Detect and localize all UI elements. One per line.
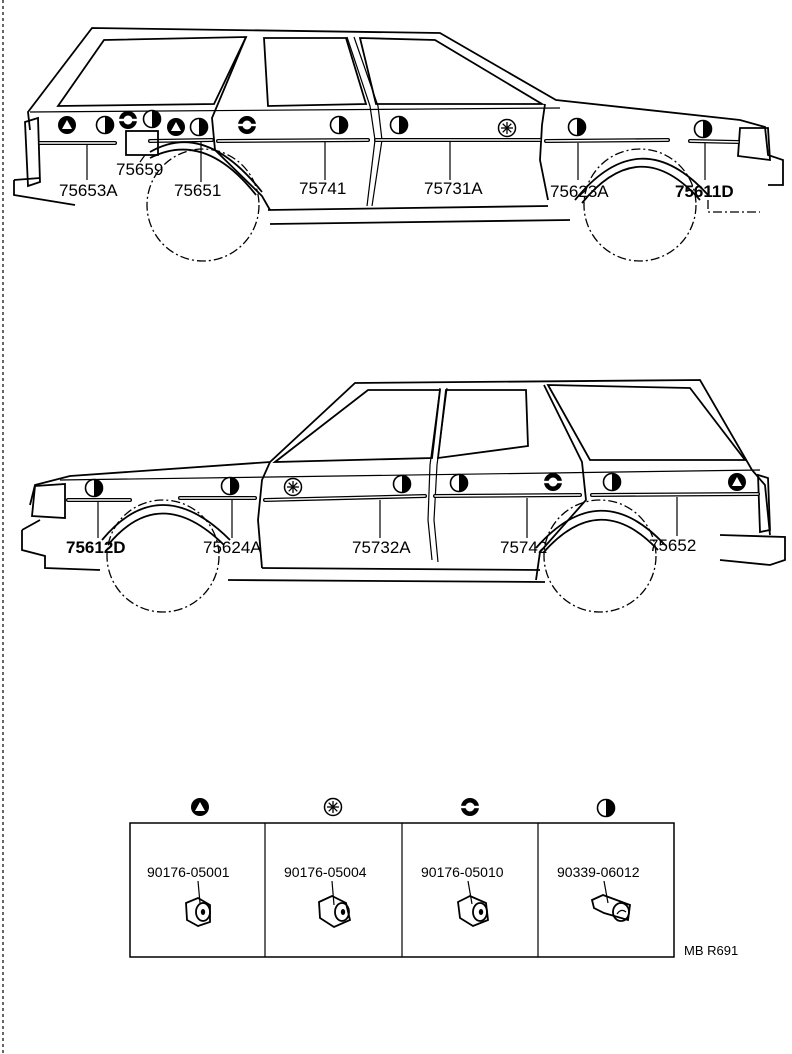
half-circle-clip-icon: [602, 472, 622, 492]
half-circle-clip-icon: [329, 115, 349, 135]
part-number-75612D: 75612D: [66, 538, 126, 557]
clip-drawing-90176-05004: [318, 880, 352, 929]
half-circle-clip-icon: [449, 473, 469, 493]
part-number-75653A: 75653A: [59, 181, 118, 200]
triangle-clip-icon: [728, 473, 746, 491]
lower-car-view: 75612D 75624A 75732A 75742 75652: [21, 379, 786, 613]
part-number-75741: 75741: [299, 179, 346, 198]
broken-circle-clip-icon: [118, 111, 138, 129]
upper-car-view: 75659 75653A 75651 75741 75731A 75623A 7…: [13, 27, 784, 262]
clip-drawing-90176-05010: [457, 880, 489, 928]
part-number-75624A: 75624A: [203, 538, 262, 557]
asterisk-clip-icon: [497, 118, 517, 138]
broken-circle-clip-icon: [237, 116, 257, 134]
half-circle-clip-icon: [389, 115, 409, 135]
half-circle-clip-icon: [392, 474, 412, 494]
half-circle-clip-icon: [84, 478, 104, 498]
clip-drawing-90176-05001: [185, 880, 211, 927]
clip-drawing-90339-06012: [590, 880, 631, 922]
reference-code: MB R691: [684, 943, 738, 958]
triangle-clip-icon: [191, 798, 209, 816]
broken-circle-clip-icon: [460, 798, 480, 816]
half-circle-clip-icon: [95, 115, 115, 135]
clip-part-number: 90176-05004: [284, 864, 367, 880]
triangle-clip-icon: [58, 116, 76, 134]
asterisk-clip-icon: [323, 797, 343, 817]
part-number-75652: 75652: [649, 536, 696, 555]
half-circle-clip-icon: [693, 119, 713, 139]
part-number-75623A: 75623A: [550, 182, 609, 201]
asterisk-clip-icon: [283, 477, 303, 497]
broken-circle-clip-icon: [543, 473, 563, 491]
part-number-75742: 75742: [500, 538, 547, 557]
part-number-75611D: 75611D: [675, 182, 734, 201]
part-number-75731A: 75731A: [424, 179, 483, 198]
clip-table: 90176-05001 90176-05004 90176-05010 9033…: [129, 797, 675, 958]
half-circle-clip-icon: [189, 117, 209, 137]
part-number-75651: 75651: [174, 181, 221, 200]
half-circle-clip-icon: [220, 476, 240, 496]
clip-part-number: 90176-05010: [421, 864, 504, 880]
half-circle-clip-icon: [142, 109, 162, 129]
clip-part-number: 90176-05001: [147, 864, 230, 880]
part-number-75732A: 75732A: [352, 538, 411, 557]
triangle-clip-icon: [167, 118, 185, 136]
clip-part-number: 90339-06012: [557, 864, 640, 880]
part-number-75659: 75659: [116, 160, 163, 179]
half-circle-clip-icon: [567, 117, 587, 137]
half-circle-clip-icon: [596, 798, 616, 818]
